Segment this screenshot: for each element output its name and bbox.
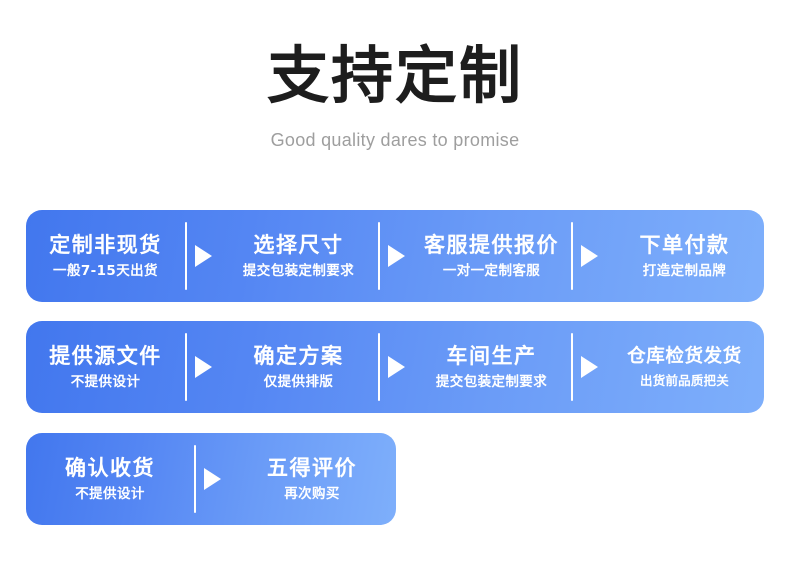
separator-line	[378, 333, 380, 401]
flow-step[interactable]: 定制非现货 一般7-15天出货	[26, 210, 185, 302]
flow-step[interactable]: 确定方案 仅提供排版	[219, 321, 378, 413]
flow-separator	[378, 210, 412, 302]
flow-step-subtitle: 不提供设计	[75, 485, 145, 502]
flow-step-subtitle: 一般7-15天出货	[53, 262, 158, 279]
flow-step[interactable]: 下单付款 打造定制品牌	[605, 210, 764, 302]
flow-step-subtitle: 打造定制品牌	[642, 262, 727, 279]
flow-row: 确认收货 不提供设计 五得评价 再次购买	[26, 433, 396, 525]
flow-separator	[194, 433, 228, 525]
flow-step-title: 下单付款	[639, 233, 730, 258]
flow-separator	[378, 321, 412, 413]
separator-line	[378, 222, 380, 290]
flow-step[interactable]: 确认收货 不提供设计	[26, 433, 194, 525]
flow-step[interactable]: 选择尺寸 提交包装定制要求	[219, 210, 378, 302]
page-title: 支持定制	[266, 39, 523, 112]
flow-separator	[571, 210, 605, 302]
separator-line	[571, 222, 573, 290]
arrow-right-icon	[581, 245, 598, 267]
flow-step-title: 提供源文件	[49, 344, 162, 369]
flow-separator	[571, 321, 605, 413]
flow-step[interactable]: 提供源文件 不提供设计	[26, 321, 185, 413]
flow-row: 定制非现货 一般7-15天出货 选择尺寸 提交包装定制要求 客服提供报价 一对一…	[26, 210, 764, 302]
separator-line	[194, 445, 196, 513]
flow-step-title: 车间生产	[446, 344, 537, 369]
flow-step-subtitle: 提交包装定制要求	[435, 373, 548, 390]
flow-step[interactable]: 五得评价 再次购买	[228, 433, 396, 525]
flow-separator	[185, 321, 219, 413]
flow-step[interactable]: 仓库检货发货 出货前品质把关	[605, 321, 764, 413]
header: 支持定制 Good quality dares to promise	[0, 0, 790, 151]
separator-line	[571, 333, 573, 401]
page-subtitle: Good quality dares to promise	[270, 130, 520, 151]
process-flow: 定制非现货 一般7-15天出货 选择尺寸 提交包装定制要求 客服提供报价 一对一…	[26, 210, 764, 525]
flow-step-title: 确定方案	[253, 344, 344, 369]
flow-step-title: 选择尺寸	[253, 233, 344, 258]
arrow-right-icon	[195, 356, 212, 378]
flow-step-subtitle: 一对一定制客服	[442, 262, 541, 279]
flow-step-subtitle: 不提供设计	[70, 373, 141, 390]
flow-step[interactable]: 客服提供报价 一对一定制客服	[412, 210, 571, 302]
flow-step-subtitle: 再次购买	[284, 485, 340, 502]
separator-line	[185, 333, 187, 401]
flow-step[interactable]: 车间生产 提交包装定制要求	[412, 321, 571, 413]
flow-step-title: 五得评价	[267, 456, 357, 481]
flow-step-subtitle: 提交包装定制要求	[242, 262, 355, 279]
flow-step-title: 客服提供报价	[424, 233, 559, 258]
flow-step-subtitle: 出货前品质把关	[640, 372, 729, 388]
arrow-right-icon	[204, 468, 221, 490]
arrow-right-icon	[388, 245, 405, 267]
separator-line	[185, 222, 187, 290]
flow-step-title: 定制非现货	[49, 233, 162, 258]
flow-separator	[185, 210, 219, 302]
arrow-right-icon	[195, 245, 212, 267]
arrow-right-icon	[581, 356, 598, 378]
flow-step-title: 确认收货	[65, 456, 155, 481]
arrow-right-icon	[388, 356, 405, 378]
flow-step-title: 仓库检货发货	[627, 346, 742, 368]
flow-step-subtitle: 仅提供排版	[263, 373, 334, 390]
flow-row: 提供源文件 不提供设计 确定方案 仅提供排版 车间生产 提交包装定制要求	[26, 321, 764, 413]
